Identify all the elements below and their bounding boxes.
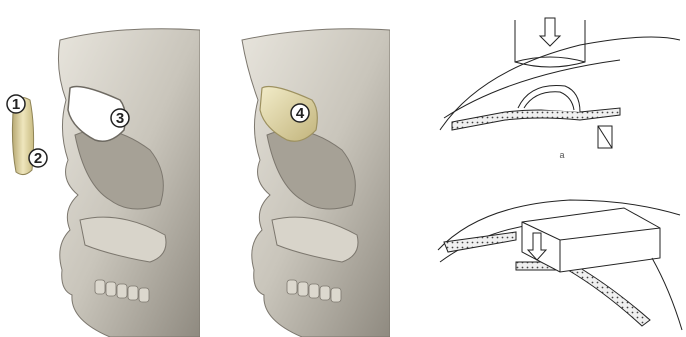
callout-4-label: 4 (296, 105, 305, 122)
skull-defect-panel: 1 2 3 (0, 0, 200, 337)
sketch-label-a: a (559, 150, 564, 160)
callout-2-label: 2 (34, 150, 42, 167)
callout-3-label: 3 (116, 110, 124, 127)
callout-3: 3 (111, 109, 129, 127)
cranioplasty-sketch-panel: a (420, 0, 686, 337)
upper-sketch (440, 20, 680, 148)
callout-1-label: 1 (12, 96, 20, 113)
callout-2: 2 (29, 149, 47, 167)
callout-1: 1 (7, 95, 25, 113)
callout-4: 4 (291, 104, 309, 122)
down-arrow-icon (540, 18, 560, 46)
skull-implant-panel: 4 (222, 0, 390, 337)
lower-sketch (438, 200, 682, 330)
